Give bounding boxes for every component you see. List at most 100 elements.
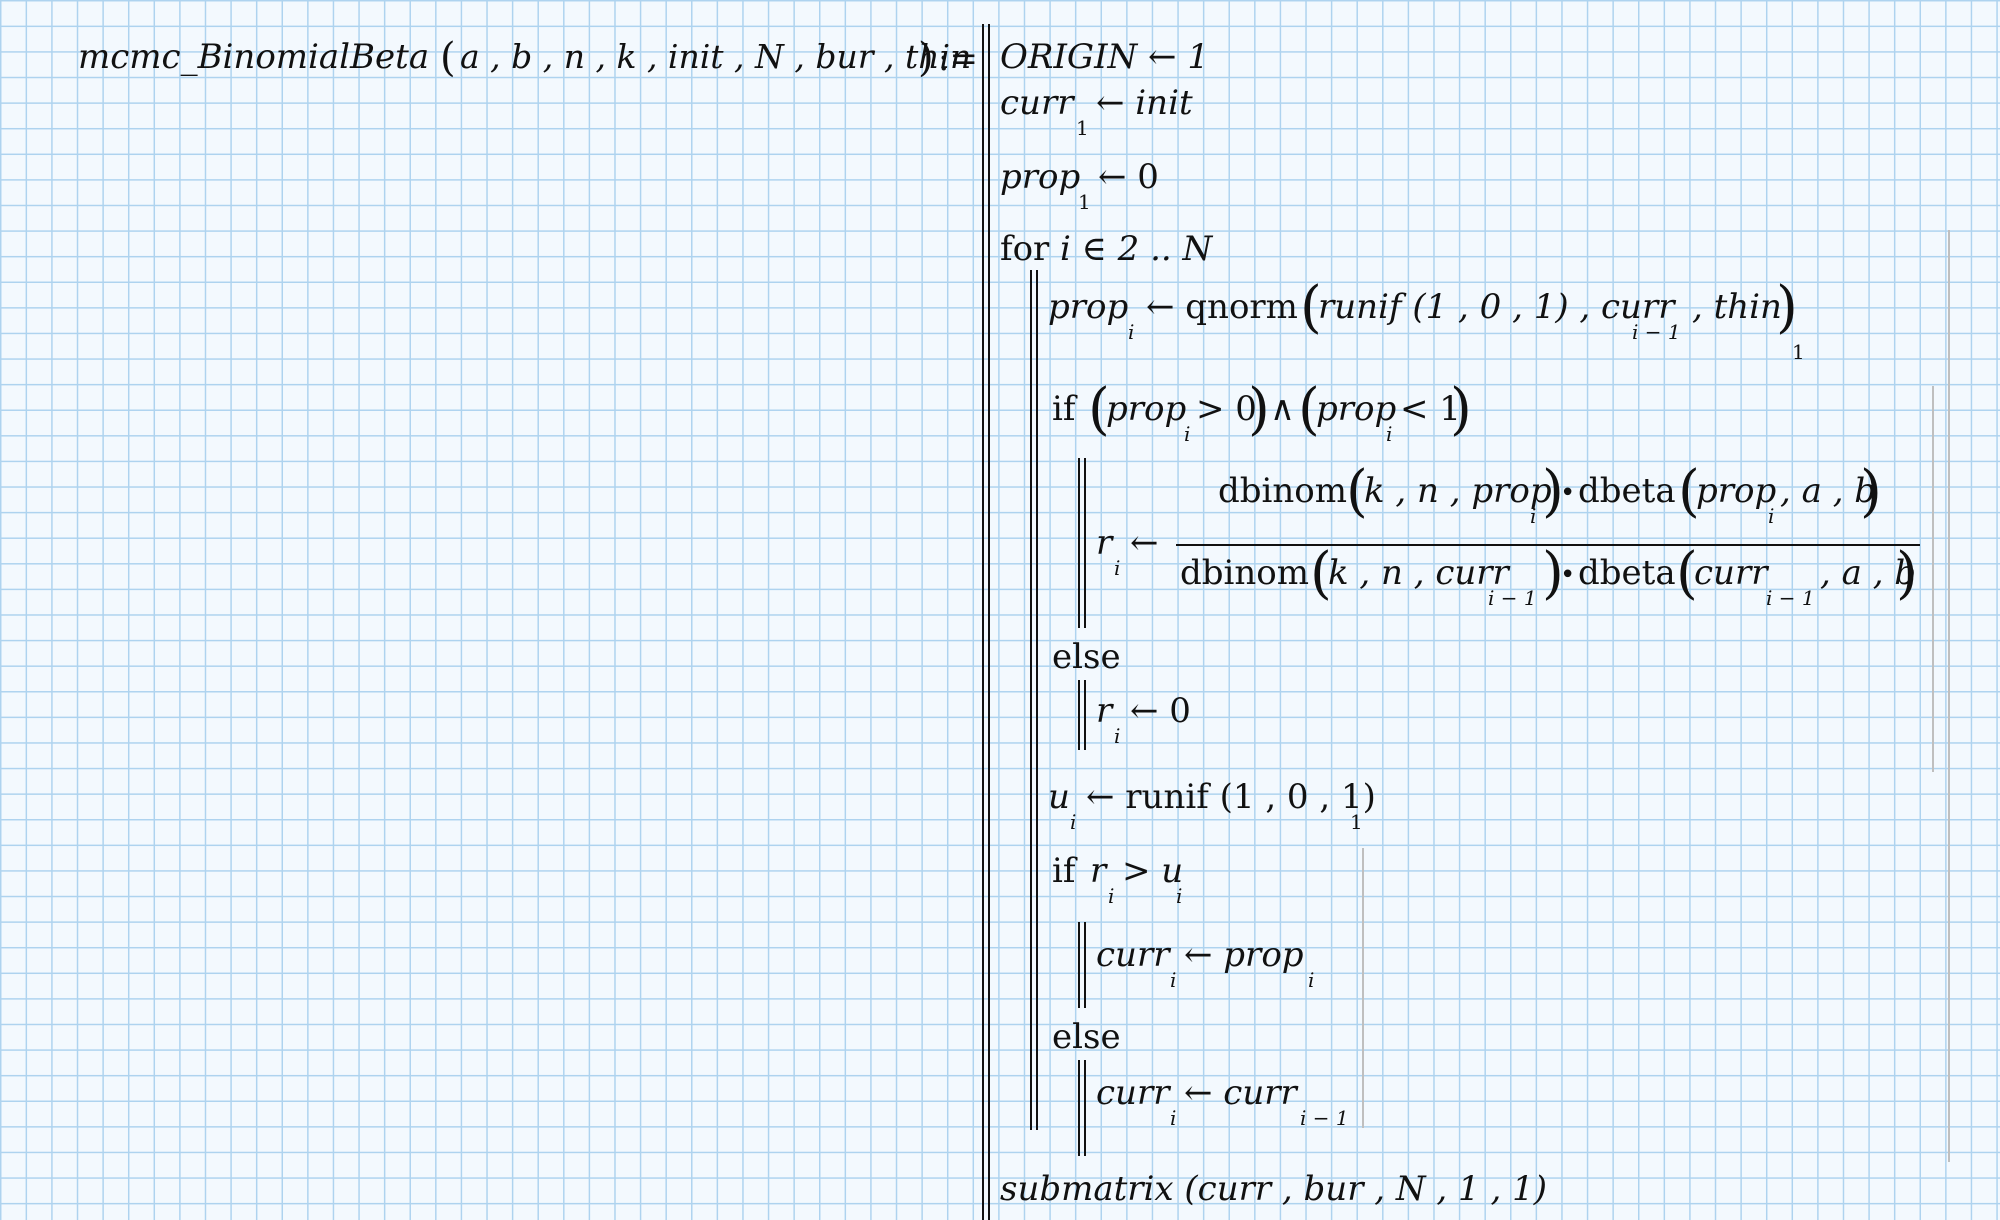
if1-a-close-paren: ) bbox=[1248, 377, 1270, 442]
if2-b-subscript: i bbox=[1176, 884, 1183, 908]
r-zero-subscript: i bbox=[1114, 724, 1121, 748]
if1-a-op[interactable]: > 0 bbox=[1196, 389, 1257, 429]
reject-lhs[interactable]: curr bbox=[1096, 1073, 1170, 1113]
numerator-dot: • bbox=[1560, 478, 1576, 508]
den-fn1-open-paren: ( bbox=[1310, 541, 1332, 606]
prop-i-args[interactable]: runif (1 , 0 , 1) , curr bbox=[1318, 287, 1675, 327]
numerator-args1-subscript: i bbox=[1530, 504, 1537, 528]
curr-init-subscript: 1 bbox=[1076, 116, 1089, 140]
program-bar-outer-right bbox=[988, 24, 990, 1220]
if1-b[interactable]: prop bbox=[1316, 389, 1397, 429]
num-fn2-open-paren: ( bbox=[1678, 459, 1700, 524]
if2-a[interactable]: r bbox=[1090, 851, 1107, 891]
return-submatrix[interactable]: submatrix (curr , bur , N , 1 , 1) bbox=[1000, 1169, 1547, 1209]
if1-a-subscript: i bbox=[1184, 422, 1191, 446]
runif-index-subscript: 1 bbox=[1350, 810, 1363, 834]
denominator-args2-subscript: i − 1 bbox=[1766, 586, 1815, 610]
for-range[interactable]: i ∈ 2 .. N bbox=[1060, 229, 1213, 269]
if2-a-subscript: i bbox=[1108, 884, 1115, 908]
if1-a[interactable]: prop bbox=[1106, 389, 1187, 429]
if2-keyword: if bbox=[1052, 851, 1076, 891]
ratio-lhs[interactable]: r bbox=[1096, 523, 1113, 563]
denominator-args2[interactable]: curr bbox=[1694, 553, 1768, 593]
num-fn1-close-paren: ) bbox=[1542, 459, 1564, 524]
denominator-fn1[interactable]: dbinom bbox=[1180, 553, 1310, 593]
if2-guide-right bbox=[1362, 848, 1364, 1128]
if1-b-open-paren: ( bbox=[1298, 377, 1320, 442]
reject-lhs-subscript: i bbox=[1170, 1106, 1177, 1130]
accept-lhs-subscript: i bbox=[1170, 968, 1177, 992]
function-params[interactable]: a , b , n , k , init , N , bur , thin bbox=[460, 37, 972, 76]
for-keyword: for bbox=[1000, 229, 1050, 269]
for-body-bar-right bbox=[1036, 270, 1038, 1130]
reject-rhs-subscript: i − 1 bbox=[1300, 1106, 1349, 1130]
numerator-fn2[interactable]: dbeta bbox=[1578, 471, 1676, 511]
prop-init-lhs[interactable]: prop bbox=[1000, 157, 1081, 197]
else1-body-bar-right bbox=[1084, 680, 1086, 750]
qnorm-close-paren: ) bbox=[1776, 275, 1798, 340]
if1-a-open-paren: ( bbox=[1088, 377, 1110, 442]
if1-body-bar-right bbox=[1084, 458, 1086, 628]
reject-rhs[interactable]: ← curr bbox=[1184, 1073, 1297, 1113]
if1-and: ∧ bbox=[1270, 389, 1295, 429]
if1-keyword: if bbox=[1052, 389, 1076, 429]
numerator-args2-rest[interactable]: , a , b bbox=[1780, 471, 1877, 511]
prop-init-subscript: 1 bbox=[1078, 190, 1091, 214]
else2-body-bar-right bbox=[1084, 1060, 1086, 1156]
denominator-dot: • bbox=[1560, 560, 1576, 590]
numerator-args2-subscript: i bbox=[1768, 504, 1775, 528]
prop-i-function[interactable]: ← qnorm bbox=[1146, 287, 1298, 327]
denominator-args1[interactable]: k , n , curr bbox=[1328, 553, 1509, 593]
denominator-args1-subscript: i − 1 bbox=[1488, 586, 1537, 610]
function-name[interactable]: mcmc_BinomialBeta bbox=[78, 37, 430, 77]
else1-body-bar-left bbox=[1078, 680, 1080, 750]
qnorm-open-paren: ( bbox=[1300, 275, 1322, 340]
u-lhs[interactable]: u bbox=[1048, 777, 1070, 817]
if2-body-bar-right bbox=[1084, 922, 1086, 1008]
if1-b-close-paren: ) bbox=[1450, 377, 1472, 442]
origin-line[interactable]: ORIGIN ← 1 bbox=[1000, 37, 1209, 77]
u-subscript: i bbox=[1070, 810, 1077, 834]
for-body-guide-right bbox=[1948, 230, 1950, 1162]
if2-op[interactable]: > u bbox=[1122, 851, 1184, 891]
program-bar-outer-left bbox=[982, 24, 984, 1220]
prop-i-args-thin[interactable]: , thin bbox=[1692, 287, 1782, 327]
den-fn2-close-paren: ) bbox=[1896, 541, 1918, 606]
u-rhs[interactable]: ← runif (1 , 0 , 1) bbox=[1086, 777, 1376, 817]
denominator-fn2[interactable]: dbeta bbox=[1578, 553, 1676, 593]
numerator-args1[interactable]: k , n , prop bbox=[1364, 471, 1552, 511]
if1-body-bar-left bbox=[1078, 458, 1080, 628]
if1-guide-right bbox=[1932, 386, 1934, 772]
else2-body-bar-left bbox=[1078, 1060, 1080, 1156]
numerator-args2[interactable]: prop bbox=[1696, 471, 1777, 511]
if1-b-op[interactable]: < 1 bbox=[1400, 389, 1461, 429]
params-open-paren: ( bbox=[440, 35, 456, 81]
prop-init-rhs[interactable]: ← 0 bbox=[1098, 157, 1159, 197]
prop-i-args-subscript: i − 1 bbox=[1632, 320, 1681, 344]
else2-keyword: else bbox=[1052, 1017, 1121, 1057]
curr-init-rhs[interactable]: ← init bbox=[1096, 83, 1193, 123]
prop-i-lhs[interactable]: prop bbox=[1048, 287, 1129, 327]
accept-rhs[interactable]: ← prop bbox=[1184, 935, 1304, 975]
accept-lhs[interactable]: curr bbox=[1096, 935, 1170, 975]
denominator-args2-rest[interactable]: , a , b bbox=[1820, 553, 1917, 593]
for-body-bar-left bbox=[1030, 270, 1032, 1130]
fraction-bar bbox=[1176, 544, 1920, 546]
den-fn2-open-paren: ( bbox=[1676, 541, 1698, 606]
qnorm-index-subscript: 1 bbox=[1792, 340, 1805, 364]
numerator-fn1[interactable]: dbinom bbox=[1218, 471, 1348, 511]
if1-b-subscript: i bbox=[1386, 422, 1393, 446]
if2-body-bar-left bbox=[1078, 922, 1080, 1008]
r-zero-lhs[interactable]: r bbox=[1096, 691, 1113, 731]
den-fn1-close-paren: ) bbox=[1542, 541, 1564, 606]
definition-operator: := bbox=[938, 39, 978, 79]
num-fn1-open-paren: ( bbox=[1346, 459, 1368, 524]
r-zero-rhs[interactable]: ← 0 bbox=[1130, 691, 1191, 731]
num-fn2-close-paren: ) bbox=[1860, 459, 1882, 524]
ratio-lhs-subscript: i bbox=[1114, 556, 1121, 580]
curr-init-lhs[interactable]: curr bbox=[1000, 83, 1074, 123]
ratio-arrow: ← bbox=[1130, 523, 1159, 563]
params-close-paren: ) bbox=[918, 35, 934, 81]
accept-rhs-subscript: i bbox=[1308, 968, 1315, 992]
prop-i-subscript: i bbox=[1128, 320, 1135, 344]
